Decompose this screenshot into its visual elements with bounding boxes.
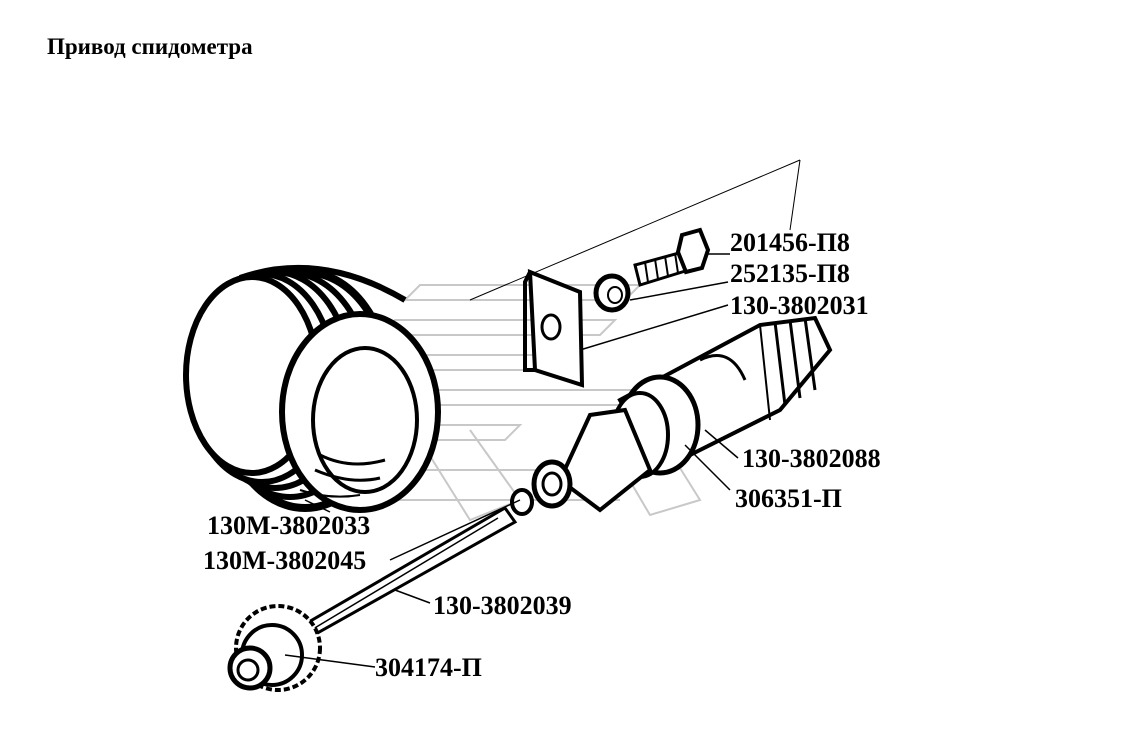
label-130m-3802033: 130М-3802033 <box>207 511 370 540</box>
ring-part <box>510 488 534 516</box>
label-130-3802088: 130-3802088 <box>742 444 881 473</box>
cone-nut-part <box>531 407 653 513</box>
drive-nut-part <box>183 264 441 513</box>
label-304174-p: 304174-П <box>375 653 482 682</box>
bolt-part <box>633 227 711 287</box>
label-130m-3802045: 130М-3802045 <box>203 546 366 575</box>
callout-labels: 201456-П8 252135-П8 130-3802031 130-3802… <box>203 228 881 682</box>
label-201456-p8: 201456-П8 <box>730 228 850 257</box>
label-252135-p8: 252135-П8 <box>730 259 850 288</box>
leader-lines <box>284 253 739 668</box>
page-title: Привод спидометра <box>47 34 253 59</box>
label-306351-p: 306351-П <box>735 484 842 513</box>
guide-lines <box>469 159 801 301</box>
driven-gear-part <box>227 604 322 692</box>
washer-part <box>593 273 631 313</box>
plate-part <box>523 268 585 388</box>
label-130-3802031: 130-3802031 <box>730 291 869 320</box>
label-130-3802039: 130-3802039 <box>433 591 572 620</box>
